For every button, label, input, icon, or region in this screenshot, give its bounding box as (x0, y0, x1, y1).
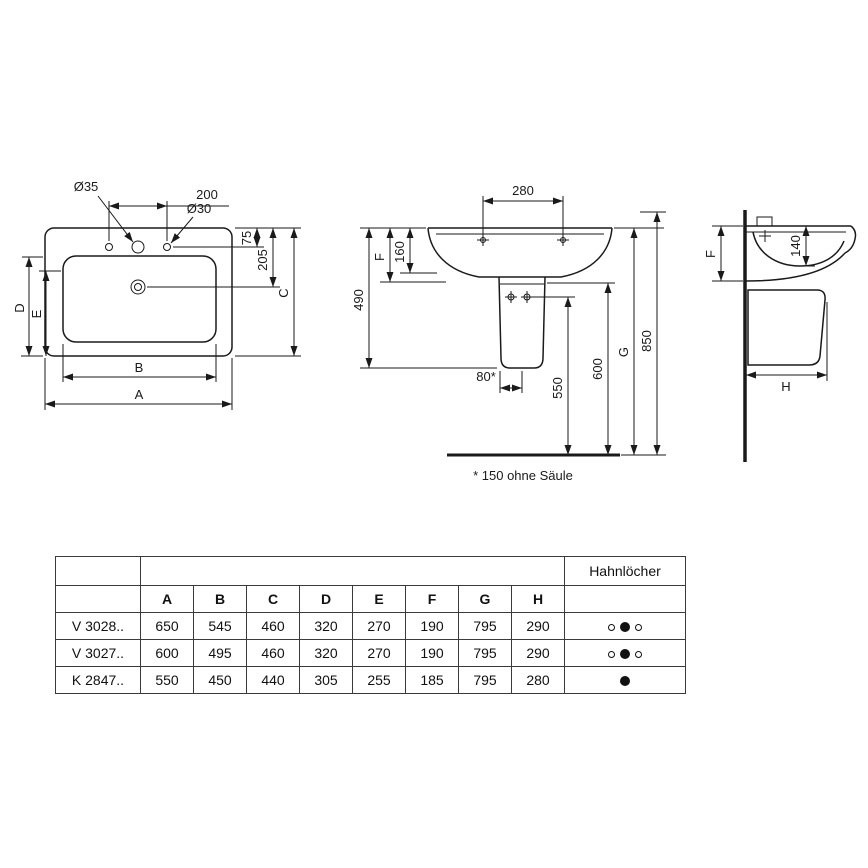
side-view-dimensions (360, 196, 666, 456)
tap-hole-open-icon (608, 650, 615, 658)
dim-label-490: 490 (351, 289, 366, 311)
model-cell: V 3027.. (55, 639, 141, 667)
tap-hole-open-icon (635, 650, 642, 658)
dim-label-75: 75 (239, 231, 254, 245)
col-header-d: D (299, 585, 353, 613)
profile-dimensions (712, 225, 828, 381)
value-cell: 190 (405, 639, 459, 667)
side-view: 280 F 160 490 80* 550 600 G 850 * 150 oh… (351, 183, 666, 483)
dim-label-f-side: F (372, 253, 387, 261)
dim-label-c: C (276, 288, 291, 297)
model-column-header (55, 585, 141, 613)
dim-label-dia30: Ø30 (187, 201, 212, 216)
col-header-e: E (352, 585, 406, 613)
value-cell: 795 (458, 612, 512, 640)
col-header-c: C (246, 585, 300, 613)
dimension-table-wrap: Hahnlöcher A B C D E F G H V 3028.. 650 … (55, 556, 686, 694)
col-header-a: A (140, 585, 194, 613)
tap-hole-center (131, 240, 145, 254)
dim-label-550: 550 (550, 377, 565, 399)
value-cell: 185 (405, 666, 459, 694)
tap-hole-right (163, 243, 171, 251)
table-header-row-2: A B C D E F G H (55, 585, 686, 613)
model-cell: V 3028.. (55, 612, 141, 640)
overflow-hole-outer (130, 279, 146, 295)
dim-label-a: A (135, 387, 144, 402)
table-row: V 3027.. 600 495 460 320 270 190 795 290 (55, 639, 686, 667)
table-row: K 2847.. 550 450 440 305 255 185 795 280 (55, 666, 686, 694)
dim-label-200: 200 (196, 187, 218, 202)
value-cell: 450 (193, 666, 247, 694)
holes-cell (564, 666, 686, 694)
value-cell: 320 (299, 612, 353, 640)
tap-hole-left (105, 243, 113, 251)
overflow-hole-inner (134, 283, 142, 291)
dim-label-280: 280 (512, 183, 534, 198)
holes-header-spacer (564, 585, 686, 613)
value-cell: 460 (246, 612, 300, 640)
dim-label-f-profile: F (703, 250, 718, 258)
dim-label-80: 80* (476, 369, 496, 384)
holes-cell (564, 612, 686, 640)
dim-label-e: E (29, 309, 44, 318)
tap-hole-open-icon (635, 623, 642, 631)
value-cell: 320 (299, 639, 353, 667)
col-header-g: G (458, 585, 512, 613)
dim-label-850: 850 (639, 330, 654, 352)
dim-label-dia35: Ø35 (74, 179, 99, 194)
tap-hole-section (756, 216, 773, 227)
value-cell: 280 (511, 666, 565, 694)
col-header-f: F (405, 585, 459, 613)
dim-label-160: 160 (392, 241, 407, 263)
value-cell: 550 (140, 666, 194, 694)
tap-hole-filled-icon (620, 676, 630, 687)
basin-side-outline (427, 227, 613, 278)
holes-column-header: Hahnlöcher (564, 556, 686, 586)
empty-header-cell (140, 556, 565, 586)
model-cell: K 2847.. (55, 666, 141, 694)
dim-label-600: 600 (590, 358, 605, 380)
value-cell: 545 (193, 612, 247, 640)
dim-label-b: B (135, 360, 144, 375)
value-cell: 440 (246, 666, 300, 694)
dim-label-g: G (616, 347, 631, 357)
front-view: Ø35 200 Ø30 75 205 C D E B A (12, 179, 301, 410)
holes-cell (564, 639, 686, 667)
value-cell: 305 (299, 666, 353, 694)
half-pedestal-profile (747, 289, 826, 366)
tap-hole-filled-icon (620, 622, 630, 633)
tap-hole-filled-icon (620, 649, 630, 660)
value-cell: 290 (511, 639, 565, 667)
value-cell: 795 (458, 639, 512, 667)
dimension-table: Hahnlöcher A B C D E F G H V 3028.. 650 … (55, 556, 686, 694)
fixing-hole-marks (505, 291, 533, 303)
table-row: V 3028.. 650 545 460 320 270 190 795 290 (55, 612, 686, 640)
col-header-b: B (193, 585, 247, 613)
value-cell: 600 (140, 639, 194, 667)
dim-label-140: 140 (788, 235, 803, 257)
value-cell: 190 (405, 612, 459, 640)
tap-hole-open-icon (608, 623, 615, 631)
dim-label-205: 205 (255, 249, 270, 271)
dim-label-d: D (12, 303, 27, 312)
technical-drawing: Ø35 200 Ø30 75 205 C D E B A (12, 179, 857, 483)
basin-bowl-outline (62, 255, 217, 343)
note-ohne-saeule: * 150 ohne Säule (473, 468, 573, 483)
value-cell: 795 (458, 666, 512, 694)
tap-hole-marks (477, 234, 569, 246)
value-cell: 650 (140, 612, 194, 640)
value-cell: 460 (246, 639, 300, 667)
front-view-dimensions (21, 195, 301, 410)
value-cell: 495 (193, 639, 247, 667)
value-cell: 290 (511, 612, 565, 640)
half-pedestal-outline (498, 276, 546, 369)
value-cell: 270 (352, 612, 406, 640)
value-cell: 270 (352, 639, 406, 667)
profile-view: F 140 H (703, 210, 857, 462)
dim-label-h: H (781, 379, 790, 394)
col-header-h: H (511, 585, 565, 613)
value-cell: 255 (352, 666, 406, 694)
table-header-row-1: Hahnlöcher (55, 556, 686, 586)
table-corner-cell (55, 556, 141, 586)
